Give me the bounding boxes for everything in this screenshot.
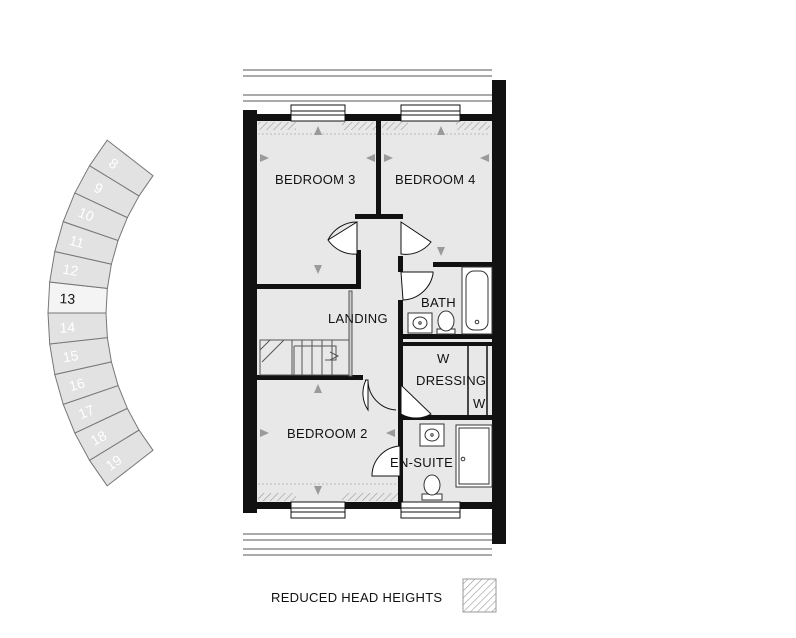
site-plot-label-10: 10 (76, 204, 97, 225)
label-bedroom-4: BEDROOM 4 (395, 172, 476, 187)
floor-area (257, 121, 492, 508)
bath-basin (407, 312, 433, 334)
label-bedroom-2: BEDROOM 2 (287, 426, 368, 441)
eaves-top (243, 69, 492, 102)
head-height-arrow-icon (480, 154, 489, 162)
site-plot-label-16: 16 (67, 375, 87, 395)
stairs (259, 290, 353, 377)
room-labels: BEDROOM 3 BEDROOM 4 LANDING BATH W DRESS… (275, 172, 486, 470)
reduced-head-height-areas (258, 122, 490, 501)
site-plot-label-18: 18 (88, 427, 109, 449)
label-dressing: DRESSING (416, 373, 486, 388)
bath-tub (461, 266, 493, 335)
key: REDUCED HEAD HEIGHTS (271, 578, 497, 613)
thin-walls (467, 346, 488, 415)
label-bath: BATH (421, 295, 456, 310)
head-height-arrow-icon (437, 247, 445, 256)
head-height-arrow-icon (314, 265, 322, 274)
head-height-arrow-icon (314, 384, 322, 393)
site-plot-8 (88, 139, 154, 197)
key-label-reduced-head-heights: REDUCED HEAD HEIGHTS (271, 590, 442, 605)
ensuite-basin (419, 423, 445, 447)
party-walls (243, 80, 506, 544)
site-plot-label-17: 17 (76, 401, 97, 422)
doors (327, 221, 434, 477)
windows (290, 104, 461, 519)
ensuite-toilet (421, 474, 443, 501)
head-height-arrow-icon (384, 154, 393, 162)
site-plot-label-11: 11 (68, 232, 87, 251)
site-plot-label-14: 14 (59, 319, 76, 336)
head-height-arrow-icon (314, 486, 322, 495)
label-wardrobe-right: W (473, 396, 486, 411)
head-height-arrow-icon (366, 154, 375, 162)
head-height-arrow-icon (437, 126, 445, 135)
site-plot-label-15: 15 (62, 347, 80, 365)
eaves-bottom (243, 533, 492, 556)
head-height-arrows (260, 126, 489, 495)
site-plot-label-12: 12 (62, 261, 80, 279)
head-height-arrow-icon (314, 126, 322, 135)
label-landing: LANDING (328, 311, 388, 326)
site-plot-label-13: 13 (59, 290, 76, 307)
head-height-arrow-icon (260, 429, 269, 437)
head-height-arrow-icon (260, 154, 269, 162)
label-en-suite: EN-SUITE (390, 455, 453, 470)
label-bedroom-3: BEDROOM 3 (275, 172, 356, 187)
key-swatch-hatch (462, 578, 497, 613)
head-height-arrow-icon (386, 429, 395, 437)
bath-toilet (436, 310, 456, 335)
head-height-dashed-lines (258, 133, 490, 485)
shower (455, 424, 493, 488)
label-wardrobe-top: W (437, 351, 450, 366)
external-walls (257, 114, 492, 509)
